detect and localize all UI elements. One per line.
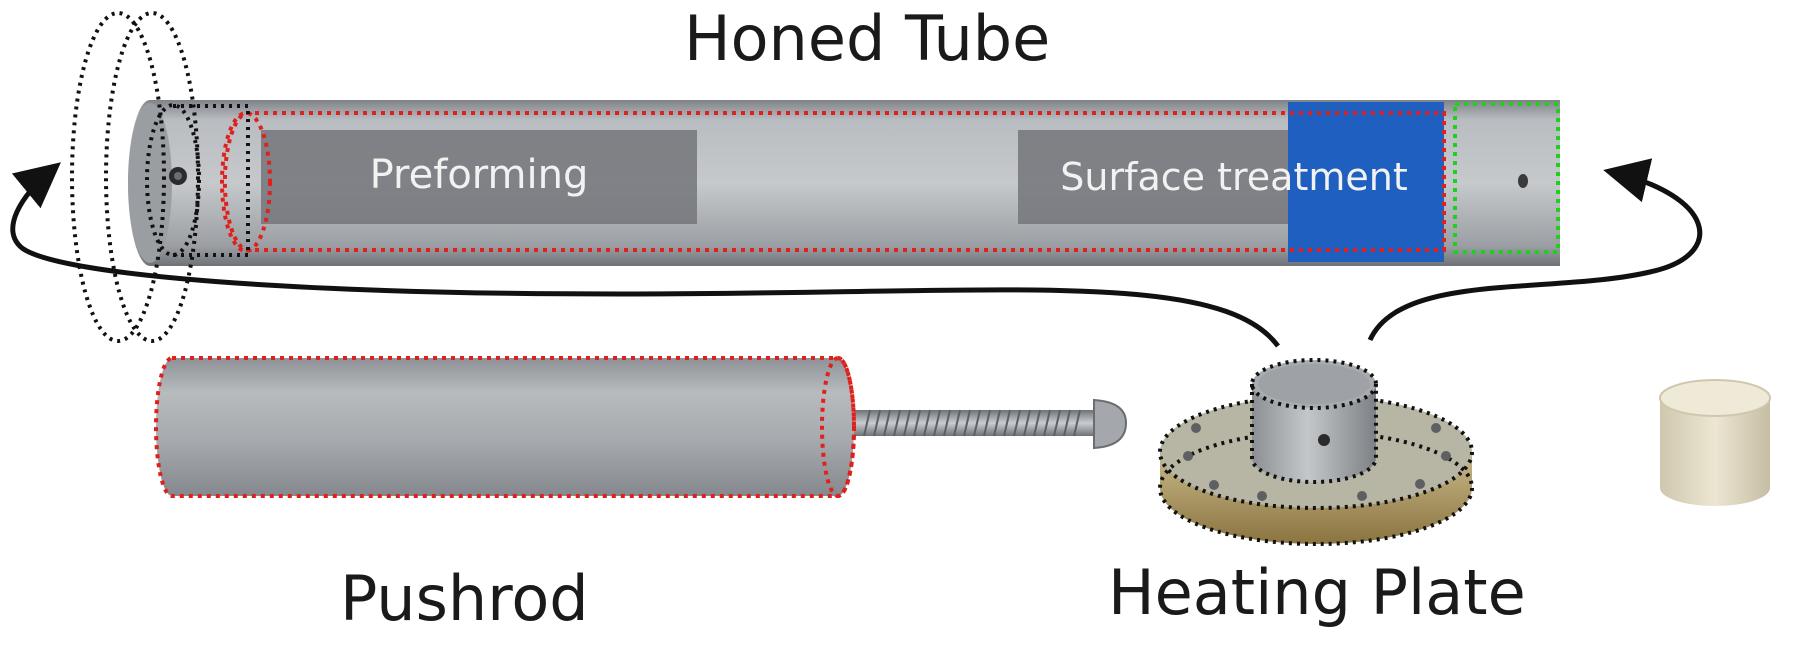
plate-cup-outline	[1250, 384, 1378, 484]
honed-tube-end-face	[128, 103, 172, 263]
insulator-top	[1659, 379, 1771, 417]
surface-treatment-blue-zone	[1288, 102, 1444, 262]
honed-tube: Preforming Surface treatment	[128, 100, 1560, 266]
tube-red-outline	[222, 111, 1446, 252]
end-disc-outer	[70, 11, 166, 343]
tube-right-hole-icon	[1518, 174, 1528, 188]
bolt-shaft	[852, 410, 1094, 436]
pushrod	[154, 356, 1128, 498]
insulator-cylinder	[1659, 379, 1771, 506]
honed-tube-title: Honed Tube	[684, 2, 1051, 75]
bolt-thread-marks	[863, 409, 1081, 437]
end-disc-inner	[104, 11, 200, 343]
plate-screw-holes	[1183, 423, 1451, 501]
heating-plate	[1158, 358, 1474, 546]
bolt-head	[1093, 398, 1128, 450]
preforming-zone	[261, 130, 697, 224]
preforming-label: Preforming	[370, 152, 589, 198]
heating-plate-title: Heating Plate	[1108, 556, 1526, 629]
end-disc-outlines	[70, 11, 200, 343]
insulator-body	[1660, 398, 1770, 506]
plate-top-outline	[1158, 394, 1474, 510]
plate-bottom-outline	[1158, 430, 1474, 546]
pushrod-body	[156, 358, 854, 496]
surface-treatment-label: Surface treatment	[1060, 155, 1407, 199]
pushrod-title: Pushrod	[340, 562, 589, 635]
right-arrow	[1367, 158, 1703, 342]
surface-treatment-zone	[1018, 130, 1288, 224]
plate-cup	[1252, 384, 1376, 482]
plate-cup-hole-icon	[1318, 434, 1330, 446]
left-arrow	[10, 162, 1281, 348]
